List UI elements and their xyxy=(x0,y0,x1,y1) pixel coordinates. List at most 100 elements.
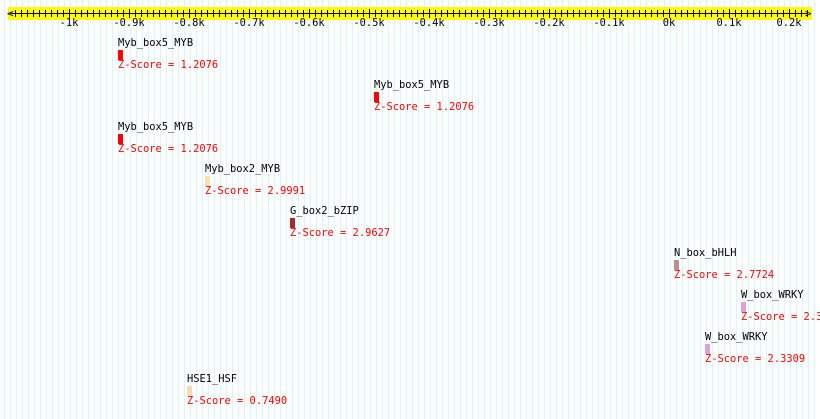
minor-tick xyxy=(675,10,676,17)
minor-tick xyxy=(723,10,724,17)
major-tick xyxy=(249,9,250,18)
minor-tick xyxy=(633,10,634,17)
minor-tick xyxy=(99,10,100,17)
minor-tick xyxy=(219,10,220,17)
minor-tick xyxy=(105,10,106,17)
minor-tick xyxy=(567,10,568,17)
tick-label: -0.4k xyxy=(413,17,445,29)
minor-tick xyxy=(231,10,232,17)
minor-tick xyxy=(213,10,214,17)
minor-tick xyxy=(111,10,112,17)
tick-label: -0.7k xyxy=(233,17,265,29)
feature-bar[interactable] xyxy=(705,344,710,354)
minor-tick xyxy=(477,10,478,17)
minor-tick xyxy=(621,10,622,17)
minor-tick xyxy=(687,10,688,17)
minor-tick xyxy=(807,10,808,17)
minor-tick xyxy=(315,10,316,17)
major-tick xyxy=(489,9,490,18)
minor-tick xyxy=(519,10,520,17)
minor-tick xyxy=(153,10,154,17)
major-tick xyxy=(789,9,790,18)
minor-tick xyxy=(465,10,466,17)
minor-tick xyxy=(651,10,652,17)
minor-tick xyxy=(447,10,448,17)
minor-tick xyxy=(75,10,76,17)
minor-tick xyxy=(333,10,334,17)
minor-tick xyxy=(141,10,142,17)
minor-tick xyxy=(117,10,118,17)
minor-tick xyxy=(555,10,556,17)
minor-tick xyxy=(351,10,352,17)
axis-line xyxy=(10,13,808,14)
minor-tick xyxy=(771,10,772,17)
minor-tick xyxy=(405,10,406,17)
minor-tick xyxy=(327,10,328,17)
minor-tick xyxy=(255,10,256,17)
feature-score: Z-Score = 1.2076 xyxy=(118,143,219,155)
minor-tick xyxy=(81,10,82,17)
feature-bar[interactable] xyxy=(118,50,123,60)
arrow-right-icon[interactable]: > xyxy=(805,7,812,20)
minor-tick xyxy=(321,10,322,17)
minor-tick xyxy=(777,10,778,17)
minor-tick xyxy=(207,10,208,17)
minor-tick xyxy=(21,10,22,17)
minor-tick xyxy=(471,10,472,17)
minor-tick xyxy=(435,10,436,17)
tick-label: -0.8k xyxy=(173,17,205,29)
minor-tick xyxy=(453,10,454,17)
feature-score: Z-Score = 0.7490 xyxy=(187,395,288,407)
minor-tick xyxy=(93,10,94,17)
feature-bar[interactable] xyxy=(205,176,210,186)
minor-tick xyxy=(417,10,418,17)
minor-tick xyxy=(759,10,760,17)
minor-tick xyxy=(711,10,712,17)
minor-tick xyxy=(57,10,58,17)
tick-label: 0.2k xyxy=(776,17,802,29)
minor-tick xyxy=(195,10,196,17)
minor-tick xyxy=(339,10,340,17)
minor-tick xyxy=(357,10,358,17)
feature-name: W_box_WRKY xyxy=(741,289,804,301)
minor-tick xyxy=(147,10,148,17)
minor-tick xyxy=(501,10,502,17)
minor-tick xyxy=(243,10,244,17)
tick-label: -0.2k xyxy=(533,17,565,29)
minor-tick xyxy=(603,10,604,17)
minor-tick xyxy=(393,10,394,17)
minor-tick xyxy=(795,10,796,17)
feature-bar[interactable] xyxy=(187,386,192,396)
feature-score: Z-Score = 2.9991 xyxy=(205,185,306,197)
feature-bar[interactable] xyxy=(290,218,295,228)
feature-bar[interactable] xyxy=(741,302,746,312)
minor-tick xyxy=(693,10,694,17)
major-tick xyxy=(309,9,310,18)
feature-bar[interactable] xyxy=(674,260,679,270)
arrow-left-icon[interactable]: < xyxy=(7,7,14,20)
feature-bar[interactable] xyxy=(374,92,379,102)
minor-tick xyxy=(285,10,286,17)
feature-name: N_box_bHLH xyxy=(674,247,737,259)
minor-tick xyxy=(573,10,574,17)
feature-name: Myb_box5_MYB xyxy=(374,79,450,91)
minor-tick xyxy=(165,10,166,17)
minor-tick xyxy=(291,10,292,17)
minor-tick xyxy=(525,10,526,17)
minor-tick xyxy=(753,10,754,17)
major-tick xyxy=(429,9,430,18)
feature-bar[interactable] xyxy=(118,134,123,144)
minor-tick xyxy=(201,10,202,17)
minor-tick xyxy=(591,10,592,17)
minor-tick xyxy=(705,10,706,17)
minor-tick xyxy=(579,10,580,17)
minor-tick xyxy=(441,10,442,17)
minor-tick xyxy=(783,10,784,17)
minor-tick xyxy=(345,10,346,17)
minor-tick xyxy=(531,10,532,17)
tick-label: -0.3k xyxy=(473,17,505,29)
minor-tick xyxy=(27,10,28,17)
major-tick xyxy=(609,9,610,18)
minor-tick xyxy=(87,10,88,17)
